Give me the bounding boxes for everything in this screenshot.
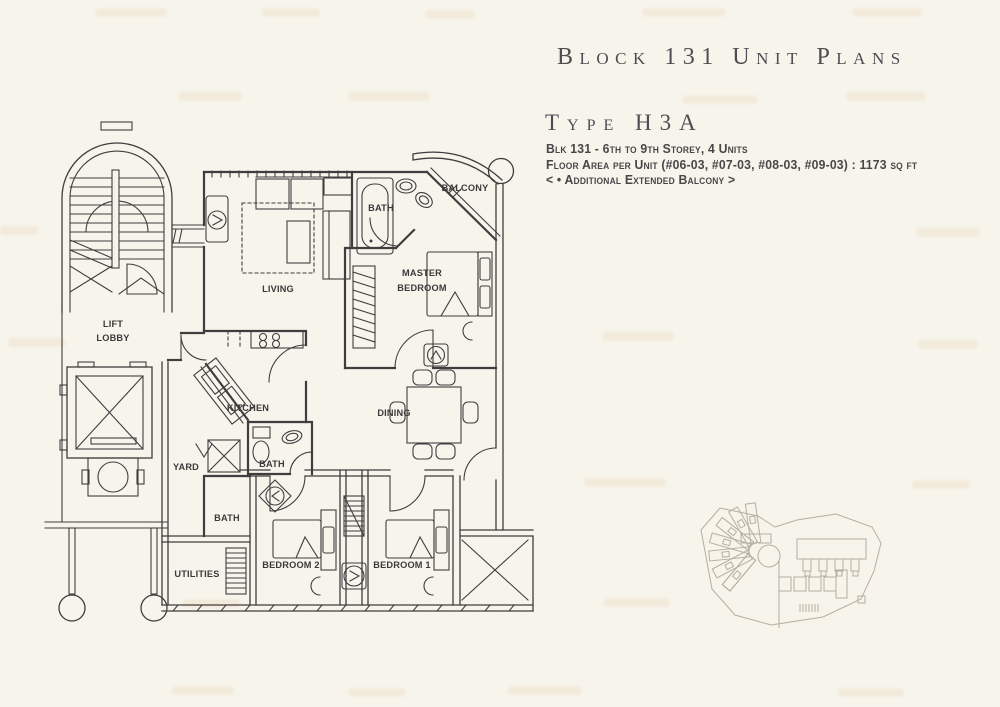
room-label-master-bath: BATH	[368, 203, 394, 213]
room-label-bedroom2: BEDROOM 2	[262, 560, 319, 570]
corridor-bridge	[171, 224, 205, 248]
bedroom2-furniture	[272, 509, 337, 596]
unit-info-balcony-note: < • Additional Extended Balcony >	[546, 172, 736, 187]
living-room-furniture	[205, 176, 353, 280]
watermark-smudge	[348, 688, 406, 697]
room-label-living: LIVING	[262, 284, 294, 294]
watermark-smudge	[172, 686, 234, 695]
kitchen-fixtures	[193, 330, 304, 425]
room-label-lift-lobby: LIFT	[103, 319, 123, 329]
room-label-utilities: UTILITIES	[174, 569, 219, 579]
bedroom-zone-walls	[161, 469, 534, 612]
unit-info-floor-area: Floor Area per Unit (#06-03, #07-03, #08…	[546, 156, 918, 172]
room-label-bath-three: BATH	[214, 513, 240, 523]
room-labels: LIFT LOBBY LIVING BATH BALCONY MASTER BE…	[96, 183, 488, 579]
unit-type-heading: Type H3A	[545, 110, 704, 135]
watermark-smudge	[182, 599, 240, 608]
master-bath-fixtures	[356, 177, 433, 255]
dining-set	[389, 369, 479, 460]
water-heater-diamond	[258, 479, 292, 513]
watermark-smudge	[642, 8, 726, 17]
watermark-smudge	[178, 92, 242, 101]
unit-info-block: Blk 131 - 6th to 9th Storey, 4 Units Flo…	[546, 141, 917, 188]
yard-fixtures	[195, 439, 241, 473]
room-label-bath-common: BATH	[259, 459, 285, 469]
watermark-smudge	[425, 10, 475, 19]
utilities-shelf	[225, 547, 247, 595]
watermark-smudge	[0, 226, 38, 235]
watermark-smudge	[916, 228, 980, 237]
watermark-smudge	[508, 686, 582, 695]
watermark-smudge	[912, 480, 970, 489]
watermark-smudge	[604, 598, 670, 607]
master-bedroom-furniture	[352, 251, 493, 367]
watermark-smudge	[918, 340, 978, 349]
balcony	[412, 151, 515, 185]
watermark-smudge	[602, 332, 674, 341]
watermark-smudge	[584, 478, 666, 487]
watermark-smudge	[348, 92, 430, 101]
room-label-dining: DINING	[377, 408, 410, 418]
site-plan-map	[700, 502, 882, 628]
watermark-smudge	[846, 92, 926, 101]
pillar-detail	[81, 457, 145, 497]
watermark-smudge	[8, 338, 66, 347]
stairwell	[61, 121, 173, 523]
watermark-smudge	[838, 688, 904, 697]
watermark-smudge	[262, 8, 320, 17]
room-label-lift-lobby: LOBBY	[96, 333, 129, 343]
unit-walls	[161, 167, 534, 612]
room-label-bedroom1: BEDROOM 1	[373, 560, 430, 570]
lift-shaft	[59, 361, 153, 459]
service-shaft	[341, 495, 367, 590]
watermark-smudge	[95, 8, 167, 17]
room-label-master-bedroom: MASTER	[402, 268, 442, 278]
watermark-smudge	[682, 95, 758, 104]
room-label-yard: YARD	[173, 462, 199, 472]
bedroom1-furniture	[385, 509, 450, 596]
room-label-balcony: BALCONY	[442, 183, 489, 193]
common-bath-upper	[246, 420, 314, 478]
unit-info-block-storey: Blk 131 - 6th to 9th Storey, 4 Units	[546, 141, 748, 156]
room-label-master-bedroom: BEDROOM	[397, 283, 447, 293]
watermark-smudge	[852, 8, 922, 17]
page-title: Block 131 Unit Plans	[557, 44, 907, 70]
structural-columns	[44, 521, 169, 622]
room-label-kitchen: KITCHEN	[227, 403, 269, 413]
